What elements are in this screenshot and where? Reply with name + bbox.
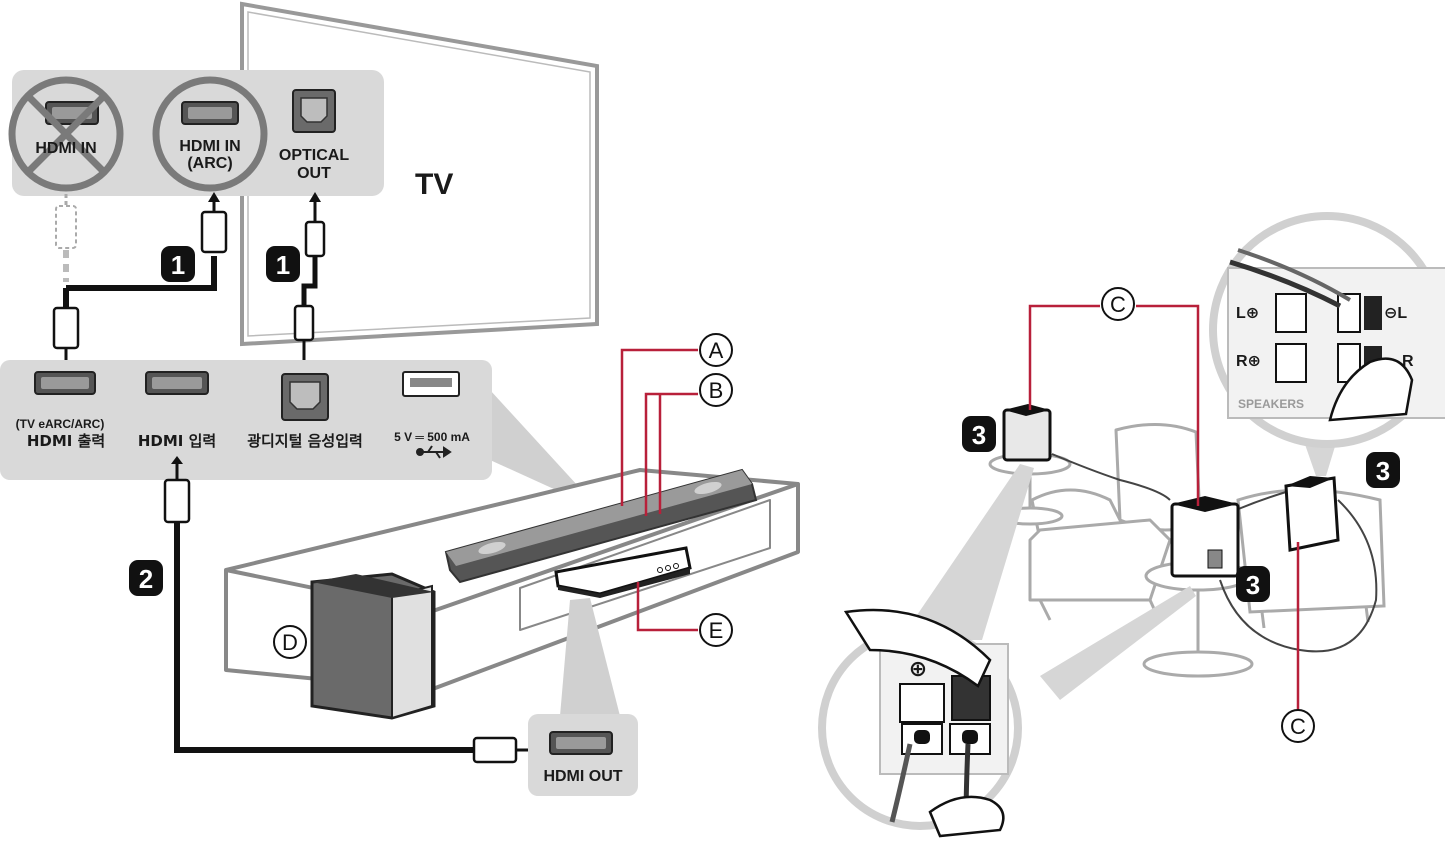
tv-port-panel: HDMI IN HDMI IN (ARC) OPTICAL OUT — [8, 70, 384, 196]
zoom-detail-speaker-panel: L⊕ ⊖L R⊕ R SPEAKERS — [1209, 212, 1445, 448]
tv-hdmi-arc-label-2: (ARC) — [187, 155, 232, 172]
tv-optical-port: OPTICAL OUT — [279, 89, 349, 182]
tv-hdmi-in-label: HDMI IN — [35, 140, 96, 157]
callout-lines-right — [1028, 304, 1300, 726]
tv-optical-label-2: OUT — [297, 165, 331, 182]
callout-e: E — [699, 613, 733, 647]
panel-l-minus: ⊖L — [1384, 305, 1407, 322]
panel-r-plus: R⊕ — [1236, 353, 1261, 370]
soundbar-hdmi-out-label-2: HDMI 출력 — [27, 432, 105, 450]
panel-r-minus: R — [1402, 353, 1414, 370]
step-3-badge-a: 3 — [962, 416, 996, 452]
svg-text:3: 3 — [1376, 456, 1390, 486]
svg-text:A: A — [709, 338, 724, 363]
subwoofer — [310, 572, 436, 720]
soundbar — [444, 468, 758, 584]
device-hdmi-out-label: HDMI OUT — [543, 768, 622, 785]
step-2-badge: 2 — [129, 560, 163, 596]
svg-text:3: 3 — [1246, 570, 1260, 600]
external-device — [554, 546, 692, 598]
svg-text:2: 2 — [139, 564, 153, 594]
svg-text:E: E — [709, 618, 724, 643]
tv-soundbar-cables — [52, 192, 326, 374]
step-3-badge-b: 3 — [1236, 566, 1270, 602]
armchair — [1028, 423, 1202, 623]
soundbar-optical-label: 광디지털 음성입력 — [247, 432, 363, 450]
soundbar-port-panel: (TV eARC/ARC) HDMI 출력 HDMI 입력 광디지털 음성입력 … — [0, 360, 600, 510]
callout-a: A — [699, 333, 733, 367]
panel-l-plus: L⊕ — [1236, 305, 1259, 322]
device-port-panel: HDMI OUT — [528, 598, 638, 796]
tv-hdmi-arc-label-1: HDMI IN — [179, 138, 240, 155]
soundbar-hdmi-in-label: HDMI 입력 — [138, 432, 216, 450]
rear-speaker-right — [1284, 476, 1340, 552]
svg-text:1: 1 — [171, 250, 185, 280]
zoom-plus-label: ⊕ — [909, 656, 927, 681]
svg-text:B: B — [709, 378, 724, 403]
svg-text:1: 1 — [276, 250, 290, 280]
zoom-detail-speaker-terminal: ⊕ — [818, 608, 1022, 838]
callout-c-bottom: C — [1281, 709, 1315, 743]
rear-speaker-center — [1170, 496, 1240, 578]
callout-b: B — [699, 373, 733, 407]
svg-text:C: C — [1110, 292, 1126, 317]
svg-text:3: 3 — [972, 420, 986, 450]
soundbar-usb-label: 5 V ═ 500 mA — [394, 430, 470, 444]
step-1-badge-b: 1 — [266, 246, 300, 282]
zoom-cone-bottom — [900, 464, 1196, 700]
step-1-badge-a: 1 — [161, 246, 195, 282]
tv-hdmi-in-port-crossed: HDMI IN — [8, 76, 124, 192]
panel-speakers-label: SPEAKERS — [1238, 397, 1304, 411]
callout-lines-left — [620, 348, 698, 632]
tv-hdmi-arc-port: HDMI IN (ARC) — [152, 76, 268, 192]
usb-icon — [416, 445, 452, 459]
hdmi-cable-2 — [163, 456, 538, 764]
step-3-badge-c: 3 — [1366, 452, 1400, 488]
svg-text:D: D — [282, 630, 298, 655]
tv-optical-label-1: OPTICAL — [279, 147, 349, 164]
tv-label: TV — [415, 168, 453, 201]
soundbar-hdmi-out-label-1: (TV eARC/ARC) — [16, 417, 105, 431]
rear-speaker-left — [1002, 404, 1052, 462]
callout-c-top: C — [1101, 287, 1135, 321]
speaker-wires — [1051, 453, 1378, 653]
svg-text:C: C — [1290, 714, 1306, 739]
callout-d: D — [273, 625, 307, 659]
